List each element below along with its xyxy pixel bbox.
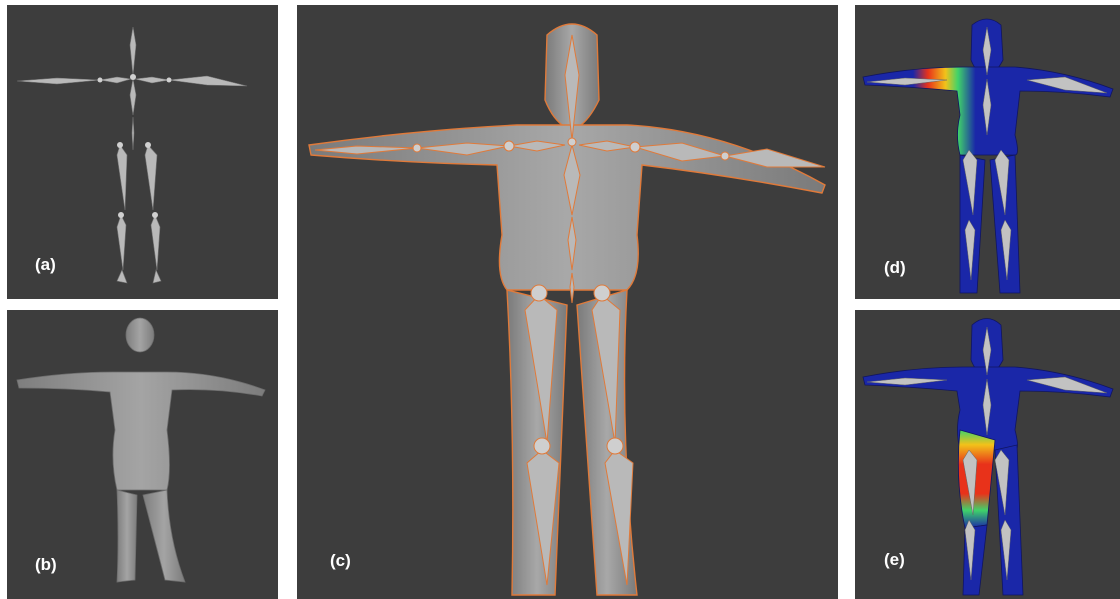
viewport-rigged-model[interactable]: (c): [297, 5, 838, 599]
viewport-weight-thigh[interactable]: (e): [855, 310, 1120, 599]
rigged-model-icon: [297, 5, 838, 599]
weight-heatmap-icon: [855, 5, 1120, 299]
panel-label-e: (e): [884, 550, 905, 570]
panel-label-c: (c): [330, 551, 351, 571]
panel-label-b: (b): [35, 555, 57, 575]
viewport-weight-arm[interactable]: (d): [855, 5, 1120, 299]
panel-label-d: (d): [884, 258, 906, 278]
viewport-armature[interactable]: (a): [7, 5, 278, 299]
viewport-mesh[interactable]: (b): [7, 310, 278, 599]
panel-label-a: (a): [35, 255, 56, 275]
